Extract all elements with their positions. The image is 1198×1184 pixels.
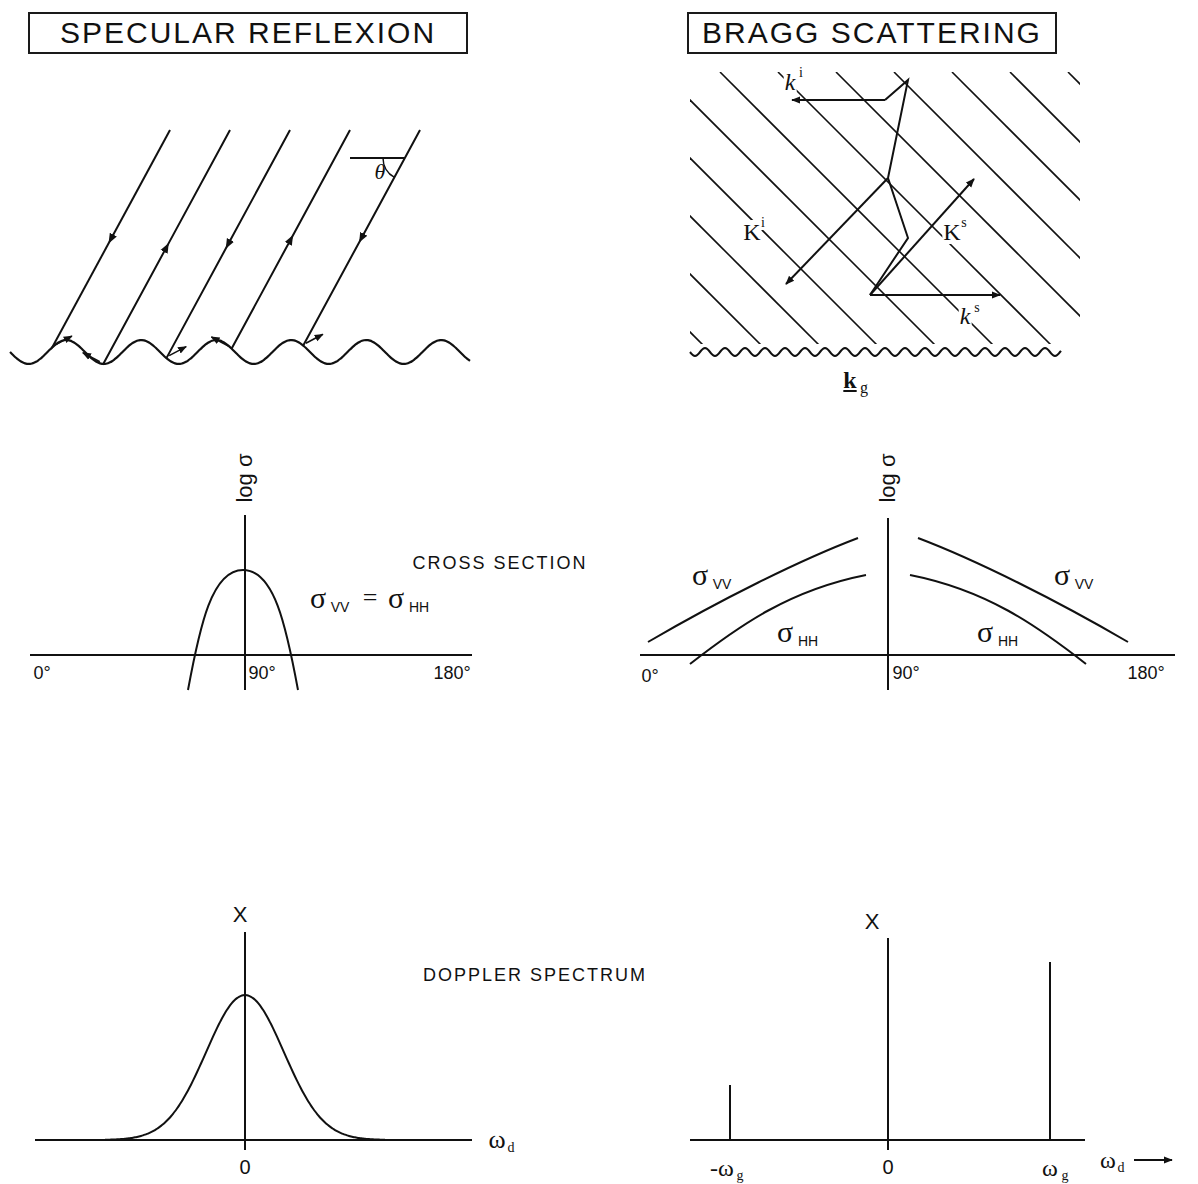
wave-front-line — [1068, 72, 1080, 344]
symbol-label: HH — [409, 600, 429, 614]
x-axis — [640, 654, 1175, 656]
title-box: BRAGG SCATTERING — [687, 12, 1057, 54]
symbol-label: 0 — [882, 1157, 893, 1177]
bragg-illustration — [430, 72, 1198, 372]
hh-curve — [690, 575, 866, 664]
symbol-label: -ω — [710, 1156, 734, 1180]
wave-front-line — [720, 72, 1020, 344]
zigzag-line — [870, 178, 908, 295]
title-box: SPECULAR REFLEXION — [28, 12, 468, 54]
wave-vector — [870, 179, 974, 295]
symbol-label: k — [959, 304, 972, 328]
symbol-label: σ — [388, 583, 404, 613]
symbol-label: 0 — [239, 1157, 250, 1177]
doppler-curve — [105, 995, 385, 1140]
symbol-label: g — [737, 1169, 744, 1183]
x-axis — [30, 654, 472, 656]
symbol-label: VV — [1075, 577, 1094, 591]
sea-surface — [10, 340, 470, 364]
symbol-label: d — [508, 1141, 515, 1155]
surface-arrow — [83, 353, 100, 362]
symbol-label: ω — [488, 1127, 505, 1153]
ray-line — [231, 130, 350, 349]
doppler-line — [1049, 962, 1051, 1140]
wave-front-line — [894, 72, 1080, 344]
y-axis — [887, 518, 889, 690]
cross-section-curve — [188, 570, 298, 690]
x-axis — [35, 1139, 472, 1141]
wave-vector — [792, 99, 885, 101]
symbol-label: HH — [798, 634, 818, 648]
symbol-label: 0° — [641, 667, 658, 685]
symbol-label: 0° — [33, 664, 50, 682]
surface-arrow — [55, 336, 72, 345]
wave-vector — [870, 294, 1000, 296]
symbol-label: = — [363, 585, 378, 611]
wave-vector — [786, 178, 888, 284]
surface-arrow — [169, 347, 186, 356]
symbol-label: g — [859, 380, 869, 396]
symbol-label: 90° — [892, 664, 919, 682]
surface-arrow — [306, 334, 323, 343]
ray-line — [166, 130, 290, 359]
symbol-label: K — [942, 220, 961, 244]
wave-fronts — [690, 72, 1080, 344]
symbol-label: d — [1118, 1161, 1125, 1175]
symbol-label: σ — [310, 583, 326, 613]
symbol-label: σ — [692, 560, 708, 590]
symbol-label: VV — [331, 600, 350, 614]
symbol-label: i — [798, 66, 804, 80]
symbol-label: 90° — [248, 664, 275, 682]
y-axis — [244, 515, 246, 690]
surface-arrow — [211, 337, 228, 346]
symbol-label: K — [742, 220, 761, 244]
symbol-label: g — [1062, 1169, 1069, 1183]
symbol-label: k — [842, 368, 857, 392]
plot-heading: CROSS SECTION — [412, 554, 587, 572]
symbol-label: VV — [713, 577, 732, 591]
symbol-label: θ — [375, 161, 386, 183]
wave-front-line — [690, 72, 962, 344]
doppler-line — [729, 1085, 731, 1140]
y-axis — [244, 932, 246, 1150]
symbol-label: HH — [998, 634, 1018, 648]
panel-title: BRAGG SCATTERING — [702, 18, 1042, 48]
wave-front-line — [1010, 72, 1080, 344]
sea-ripples — [690, 348, 1061, 356]
axis-label: log σ — [234, 453, 256, 502]
wave-front-line — [690, 72, 846, 344]
axis-arrow — [1134, 1159, 1172, 1161]
symbol-label: s — [973, 301, 980, 315]
specular-illustration — [10, 130, 470, 365]
symbol-label: σ — [777, 617, 793, 647]
ray-line — [52, 130, 170, 348]
symbol-label: 180° — [1127, 664, 1164, 682]
symbol-label: 180° — [433, 664, 470, 682]
symbol-label: X — [233, 904, 248, 926]
y-axis — [887, 938, 889, 1150]
vv-curve — [918, 538, 1128, 642]
wave-front-line — [952, 72, 1080, 344]
ray-line — [303, 130, 420, 346]
wave-front-line — [836, 72, 1080, 344]
symbol-label: ω — [1100, 1148, 1116, 1172]
vv-curve — [648, 538, 858, 642]
symbol-label: σ — [977, 617, 993, 647]
wave-front-line — [690, 72, 730, 344]
axis-label: log σ — [877, 453, 899, 502]
symbol-label: i — [760, 216, 766, 230]
symbol-label: ω — [1042, 1156, 1058, 1180]
symbol-label: s — [960, 216, 967, 230]
wave-front-line — [778, 72, 1078, 344]
panel-title: SPECULAR REFLEXION — [60, 18, 436, 48]
horizontal-reference — [350, 157, 405, 159]
symbol-label: X — [865, 911, 880, 933]
symbol-label: σ — [1054, 560, 1070, 590]
plots — [30, 515, 1175, 1160]
symbol-label: k — [784, 70, 797, 94]
ray-line — [103, 130, 230, 365]
zigzag-line — [885, 80, 908, 178]
plot-heading: DOPPLER SPECTRUM — [423, 966, 647, 984]
